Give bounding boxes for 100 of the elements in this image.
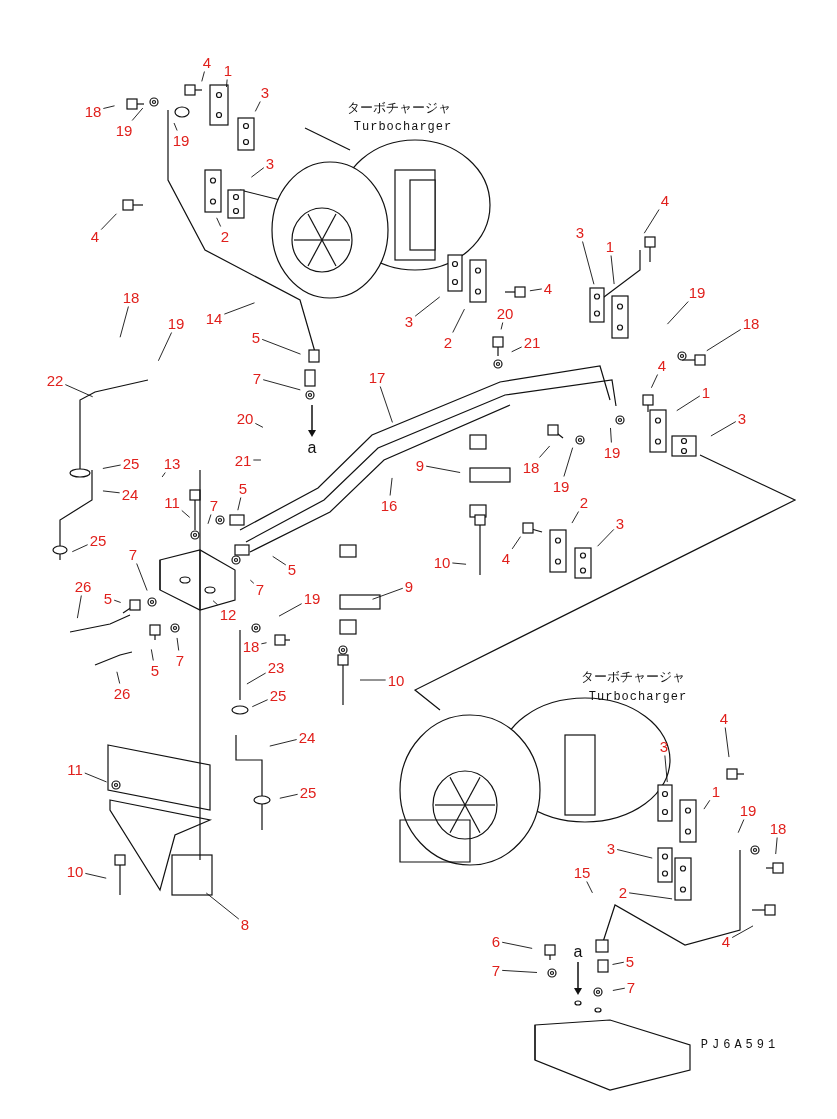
leader-line <box>260 642 267 645</box>
callout-number: 8 <box>240 916 250 932</box>
callout-number: 3 <box>265 155 275 171</box>
leader-line <box>737 819 745 834</box>
leader-line <box>102 490 121 494</box>
leader-line <box>610 255 615 285</box>
part-name: ターボチャージャ <box>581 669 685 683</box>
leader-line <box>616 849 653 859</box>
leader-line <box>100 213 117 231</box>
callout-number: 26 <box>74 578 92 594</box>
leader-line <box>116 671 121 684</box>
callout-number: 18 <box>522 459 540 475</box>
leader-line <box>710 421 737 437</box>
callout-number: 7 <box>209 497 219 513</box>
callout-number: 3 <box>737 410 747 426</box>
leader-line <box>414 296 441 317</box>
callout-number: 10 <box>387 672 405 688</box>
callout-number: 4 <box>543 280 553 296</box>
callout-number: 10 <box>433 554 451 570</box>
callout-number: 2 <box>579 494 589 510</box>
leader-line <box>563 447 574 477</box>
leader-line <box>586 881 593 894</box>
callout-number: 19 <box>172 132 190 148</box>
leader-line <box>102 464 122 469</box>
leader-line <box>157 332 172 362</box>
callout-number: 5 <box>238 480 248 496</box>
leader-line <box>597 528 615 547</box>
leader-line <box>71 544 89 553</box>
callout-number: 25 <box>122 455 140 471</box>
leader-line <box>278 603 303 617</box>
callout-number: 21 <box>523 334 541 350</box>
leader-line <box>643 209 660 234</box>
callout-number: 2 <box>220 228 230 244</box>
leader-line <box>269 739 298 747</box>
leader-line <box>181 510 191 518</box>
leader-line <box>610 427 612 443</box>
callout-number: 10 <box>66 863 84 879</box>
callout-number: 3 <box>404 313 414 329</box>
callout-number: 19 <box>167 315 185 331</box>
leader-line <box>250 167 265 178</box>
leader-line <box>207 514 212 525</box>
leader-line <box>252 459 262 461</box>
leader-line <box>775 837 778 855</box>
leader-line <box>451 562 467 565</box>
callout-number: 4 <box>501 550 511 566</box>
leader-line <box>254 422 264 428</box>
leader-line <box>571 511 580 524</box>
callout-number: 7 <box>491 962 501 978</box>
callout-number: 11 <box>164 494 180 510</box>
leader-line <box>212 600 219 606</box>
callout-number: 2 <box>618 884 628 900</box>
callout-number: 13 <box>163 455 181 471</box>
part-name: Turbocharger <box>353 121 453 133</box>
leader-line <box>612 987 626 991</box>
leader-line <box>102 105 115 109</box>
leader-line <box>425 465 461 473</box>
leader-line <box>372 587 404 600</box>
leader-line <box>272 555 287 566</box>
callout-number: 4 <box>660 192 670 208</box>
callout-number: 19 <box>115 122 133 138</box>
callout-number: 3 <box>260 84 270 100</box>
callout-number: 4 <box>721 933 731 949</box>
callout-number: 3 <box>659 738 669 754</box>
callout-number: 25 <box>89 532 107 548</box>
callout-number: 5 <box>625 953 635 969</box>
callout-number: 7 <box>252 370 262 386</box>
callout-number: 25 <box>269 687 287 703</box>
leader-line <box>84 872 107 879</box>
leader-line <box>119 306 129 338</box>
callout-number: 14 <box>205 310 223 326</box>
leader-line <box>84 772 108 783</box>
leader-line <box>359 679 387 681</box>
drawing-code: PJ6A591 <box>700 1039 780 1051</box>
part-name: ターボチャージャ <box>347 100 451 114</box>
callout-number: 11 <box>67 761 83 777</box>
callout-number: 3 <box>615 515 625 531</box>
leader-line <box>150 648 154 661</box>
leader-line <box>501 969 538 973</box>
leader-line <box>279 793 299 799</box>
leader-line <box>136 563 148 591</box>
callout-number: 5 <box>287 561 297 577</box>
leader-line <box>706 329 742 352</box>
callout-number: 26 <box>113 685 131 701</box>
callout-number: 4 <box>90 228 100 244</box>
leader-line <box>452 308 465 333</box>
callout-number: 24 <box>298 729 316 745</box>
leader-line <box>511 536 521 550</box>
part-name: Turbocharger <box>588 691 688 703</box>
callout-number: 17 <box>368 369 386 385</box>
callout-number: 3 <box>575 224 585 240</box>
leader-line <box>731 925 754 938</box>
leader-line <box>529 288 543 292</box>
leader-line <box>676 395 701 412</box>
leader-line <box>703 799 711 810</box>
leader-line <box>501 941 533 949</box>
callout-number: 18 <box>122 289 140 305</box>
callout-number: 20 <box>496 305 514 321</box>
callout-number: 1 <box>701 384 711 400</box>
leader-line <box>173 122 178 131</box>
callout-number: 5 <box>103 590 113 606</box>
